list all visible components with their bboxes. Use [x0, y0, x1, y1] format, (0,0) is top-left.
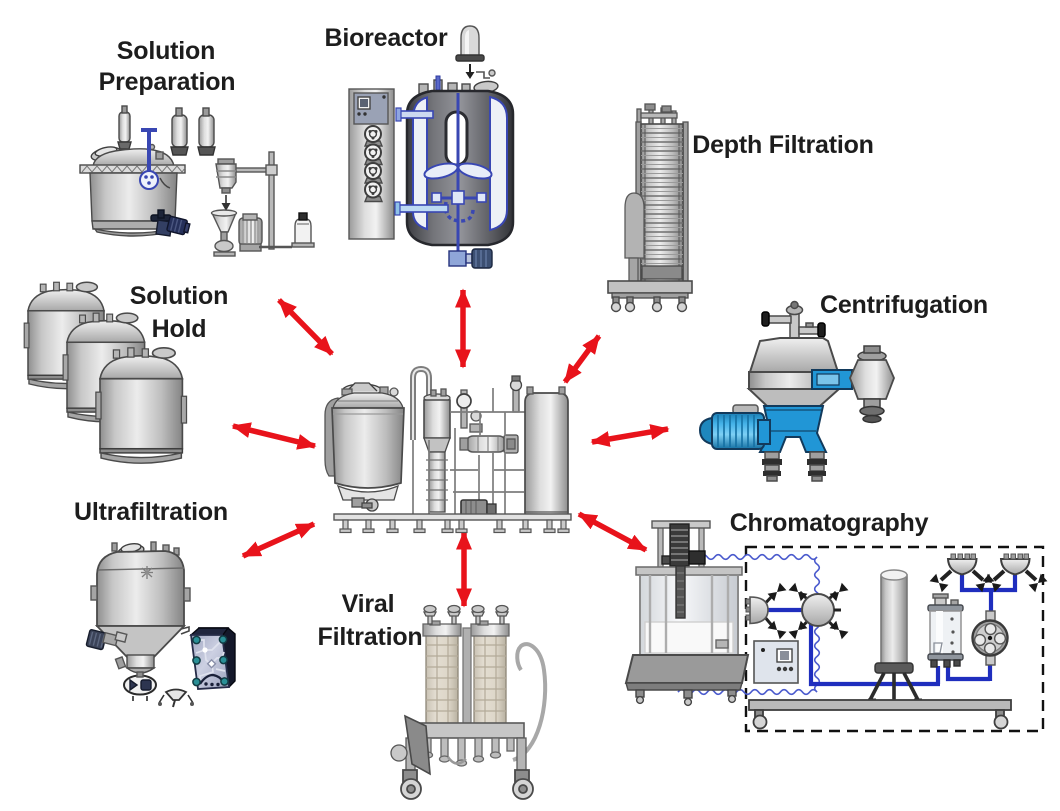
svg-text:Solution: Solution [130, 282, 228, 310]
svg-text:Filtration: Filtration [318, 623, 423, 651]
svg-text:Hold: Hold [152, 315, 207, 343]
svg-text:Centrifugation: Centrifugation [820, 291, 988, 319]
svg-text:Ultrafiltration: Ultrafiltration [74, 498, 228, 526]
svg-text:Solution: Solution [117, 37, 215, 65]
svg-text:Bioreactor: Bioreactor [324, 24, 448, 52]
svg-text:Depth Filtration: Depth Filtration [692, 131, 874, 159]
svg-text:Preparation: Preparation [99, 68, 236, 96]
svg-text:Chromatography: Chromatography [730, 509, 929, 537]
svg-text:Viral: Viral [342, 590, 395, 618]
